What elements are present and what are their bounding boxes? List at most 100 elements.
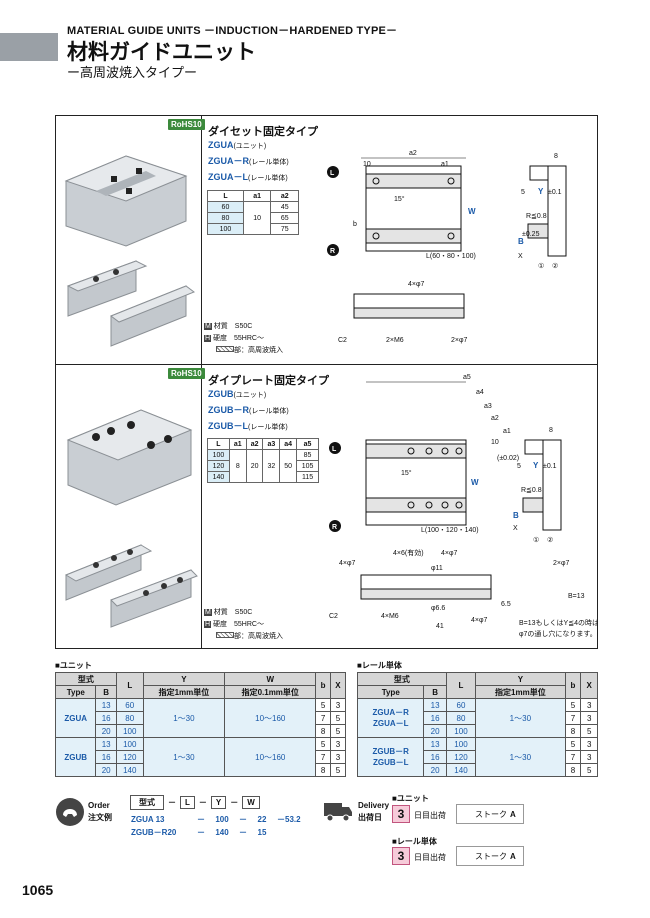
svg-text:L(100・120・140): L(100・120・140) — [421, 527, 479, 534]
svg-text:R: R — [330, 248, 335, 255]
svg-text:a5: a5 — [463, 374, 471, 381]
phone-icon — [55, 797, 85, 827]
svg-text:B=13: B=13 — [568, 593, 585, 600]
material-spec: M 材質 S50C — [204, 323, 253, 330]
svg-text:②: ② — [552, 262, 558, 270]
unit-table: 型式 L Y W b X Type B 指定1mm単位 指定0.1mm単位 ZG… — [54, 672, 347, 777]
svg-text:b: b — [353, 221, 357, 228]
delivery-days-label: 日目出荷 — [414, 853, 446, 862]
svg-text:φ6.6: φ6.6 — [431, 605, 445, 612]
svg-text:2×φ7: 2×φ7 — [553, 560, 570, 567]
rail-table-heading: ■レール単体 — [357, 661, 402, 670]
delivery-label: Delivery — [358, 801, 390, 810]
section2-title: ダイプレート固定タイプ — [208, 375, 329, 387]
table-row: ZGUB 13 100 1～30 10～160 5 3 — [54, 737, 347, 777]
delivery-rail-heading: ■レール単体 — [392, 837, 437, 846]
svg-text:Y: Y — [538, 187, 544, 196]
drawing-zgua: a2 10 a1 15° W L(60・80・100) b L R 4×φ7 C… — [327, 150, 567, 344]
truck-icon — [323, 797, 353, 825]
svg-text:10: 10 — [363, 161, 371, 168]
section-die-set-type: RoHS10 ダイセット固定タイプ ZGUA(ユニット) ZGUA－R(レール単… — [55, 115, 598, 365]
svg-text:41: 41 — [436, 623, 444, 630]
svg-text:4×φ7: 4×φ7 — [408, 281, 425, 288]
hardness-spec: H 硬度 55HRC～ — [204, 621, 264, 628]
svg-text:15°: 15° — [401, 469, 412, 477]
svg-text:②: ② — [547, 536, 553, 544]
svg-text:C2: C2 — [329, 613, 338, 620]
svg-text:W: W — [471, 478, 479, 487]
svg-text:X: X — [518, 253, 523, 260]
svg-text:4×6(有効): 4×6(有効) — [393, 548, 424, 557]
hardened-note: 部：高周波焼入 — [216, 345, 283, 355]
order-label-jp: 注文例 — [88, 813, 112, 822]
svg-text:L(60・80・100): L(60・80・100) — [426, 253, 476, 260]
svg-text:X: X — [513, 525, 518, 532]
svg-text:±0.1: ±0.1 — [548, 189, 562, 196]
svg-text:5: 5 — [521, 189, 525, 196]
svg-text:5: 5 — [517, 463, 521, 470]
svg-text:4×φ7: 4×φ7 — [339, 560, 356, 567]
svg-text:±0.1: ±0.1 — [543, 463, 557, 470]
svg-text:8: 8 — [549, 427, 553, 434]
table-row: 20 140 8 5 — [358, 763, 598, 777]
svg-text:a2: a2 — [409, 150, 417, 157]
svg-text:10: 10 — [491, 439, 499, 446]
product-photo-zgua — [56, 116, 202, 364]
code-zgua: ZGUA(ユニット) — [208, 140, 267, 150]
page-subtitle: ー高周波焼入タイプー — [67, 65, 198, 80]
svg-text:B: B — [513, 511, 519, 520]
svg-text:4×φ7: 4×φ7 — [471, 617, 488, 624]
delivery-unit-heading: ■ユニット — [392, 794, 429, 803]
svg-text:B=13もしくはY≦4の時は、: B=13もしくはY≦4の時は、 — [519, 619, 597, 627]
product-photo-zgub — [56, 365, 202, 648]
svg-text:L: L — [330, 170, 335, 177]
table-row: 20 100 8 5 — [56, 724, 347, 738]
svg-text:R: R — [332, 524, 337, 531]
order-example-2: ZGUB－R20－140－15 — [131, 828, 267, 837]
svg-text:φ7の通し穴になります。: φ7の通し穴になります。 — [519, 629, 597, 638]
svg-text:6.5: 6.5 — [501, 601, 511, 608]
delivery-days-badge: 3 — [392, 805, 410, 823]
table-row: 16 120 7 3 — [56, 750, 347, 764]
table-row: 20 100 8 5 — [358, 724, 598, 738]
table-row: ZGUA 13 60 1～30 10～160 5 3 — [54, 698, 347, 738]
delivery-days-label: 日目出荷 — [414, 811, 446, 820]
title-english: MATERIAL GUIDE UNITS －INDUCTION－HARDENED… — [67, 25, 398, 37]
code-zgua-l: ZGUA－L(レール単体) — [208, 172, 288, 182]
delivery-days-badge: 3 — [392, 847, 410, 865]
table-row: 20 140 8 5 — [56, 763, 347, 777]
svg-text:a1: a1 — [441, 161, 449, 168]
svg-text:①: ① — [533, 536, 539, 544]
delivery-label-jp: 出荷日 — [358, 813, 382, 822]
header-accent-bar — [0, 33, 58, 61]
order-example-1: ZGUA 13－100－22－53.2 — [131, 815, 301, 824]
svg-text:2×φ7: 2×φ7 — [451, 337, 468, 344]
svg-text:R≦0.8: R≦0.8 — [521, 487, 542, 494]
rohs-badge: RoHS10 — [168, 368, 205, 379]
hardness-spec: H 硬度 55HRC～ — [204, 335, 264, 342]
code-zgua-r: ZGUA－R(レール単体) — [208, 156, 289, 166]
order-format: 型式－ L－ Y－ W — [130, 795, 260, 810]
svg-text:W: W — [468, 207, 476, 216]
page-number: 1065 — [22, 882, 54, 898]
code-zgub: ZGUB(ユニット) — [208, 389, 267, 399]
svg-text:15°: 15° — [394, 195, 405, 203]
svg-text:φ11: φ11 — [431, 565, 443, 572]
svg-text:4×φ7: 4×φ7 — [441, 550, 458, 557]
rohs-badge: RoHS10 — [168, 119, 205, 130]
section-die-plate-type: RoHS10 ダイプレート固定タイプ ZGUB(ユニット) ZGUB－R(レール… — [55, 364, 598, 649]
svg-text:a3: a3 — [484, 403, 492, 410]
svg-text:B: B — [518, 237, 524, 246]
order-label: Order — [88, 801, 110, 810]
svg-text:±0.25: ±0.25 — [522, 231, 540, 238]
svg-text:4×M6: 4×M6 — [381, 613, 399, 620]
svg-text:a4: a4 — [476, 389, 484, 396]
svg-text:L: L — [332, 446, 337, 453]
